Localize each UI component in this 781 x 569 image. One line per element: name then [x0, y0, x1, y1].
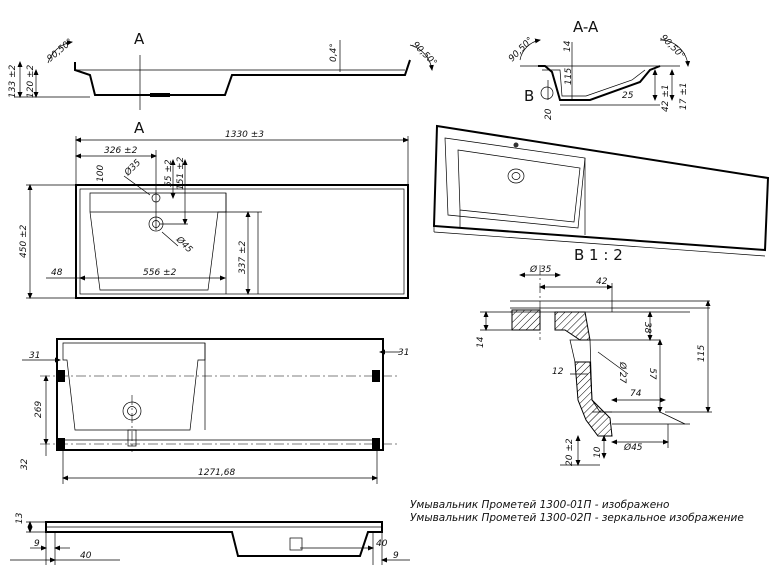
detail-d14: 14	[476, 336, 486, 348]
top-width: 450 ±2	[19, 224, 29, 258]
top-bowl-length: 556 ±2	[143, 268, 177, 278]
section-d25: 25	[622, 91, 634, 101]
detail-d35: Ø 35	[529, 264, 552, 275]
bottom-d31-right: 31	[398, 348, 409, 358]
top-d337: 337 ±2	[238, 240, 248, 274]
top-offset: 326 ±2	[104, 146, 138, 156]
section-d14: 14	[563, 40, 573, 52]
front-d9-right: 9	[393, 551, 399, 561]
view-b-scale: B 1 : 2	[574, 246, 623, 264]
perspective-outline	[432, 124, 770, 252]
detail-d42: 42	[596, 277, 608, 287]
section-d20: 20	[544, 108, 554, 120]
detail-d45: Ø45	[623, 442, 643, 453]
detail-d115: 115	[697, 345, 707, 362]
front-d9-left: 9	[34, 539, 40, 549]
bottom-d269: 269	[34, 401, 44, 418]
detail-d38: 38	[642, 322, 652, 334]
front-view-outline	[45, 521, 383, 557]
detail-d27: Ø 27	[617, 361, 628, 384]
side-height-bowl: 120 ±2	[26, 64, 36, 98]
section-angle-right: 90,50°	[658, 33, 686, 61]
bottom-d32: 32	[20, 458, 30, 470]
bottom-d31-left: 31	[29, 351, 40, 361]
view-b-label: B	[524, 87, 534, 105]
front-d40-right: 40	[376, 539, 388, 549]
side-view-drain	[150, 93, 170, 97]
front-drain	[289, 537, 303, 551]
bottom-view: 31 31 269 32 1271,68	[20, 338, 409, 484]
detail-d57: 57	[647, 368, 657, 380]
top-view-outline	[75, 184, 409, 299]
front-d13: 13	[15, 512, 25, 524]
front-view: 13 9 40 40 9	[10, 512, 410, 565]
section-d17: 17 ±1	[679, 82, 689, 110]
section-label: A-A	[573, 18, 599, 36]
detail-d74: 74	[630, 389, 642, 399]
side-height-total: 133 ±2	[8, 64, 18, 98]
caption-line-2: Умывальник Прометей 1300-02П - зеркально…	[410, 512, 744, 524]
caption-line-1: Умывальник Прометей 1300-01П - изображен…	[410, 499, 669, 511]
detail-b: Ø 35 42 14 38 12 Ø 27 57 74 115 20 ±2 10…	[476, 264, 712, 466]
side-view: 90,50° 90,50° 0,4° 133 ±2 120 ±2 A A	[8, 30, 438, 137]
section-d115: 115	[564, 68, 574, 85]
bottom-d1271: 1271,68	[198, 468, 235, 478]
detail-d10: 10	[593, 446, 603, 458]
top-d100: 100	[96, 165, 106, 182]
perspective-view	[432, 124, 770, 257]
detail-d12: 12	[552, 367, 564, 377]
top-length: 1330 ±3	[225, 130, 264, 140]
caption: Умывальник Прометей 1300-01П - изображен…	[410, 499, 744, 524]
side-angle-right: 90,50°	[410, 40, 438, 68]
section-angle-left: 90,50°	[507, 36, 535, 64]
front-d40-left: 40	[80, 551, 92, 561]
top-hole: Ø35	[122, 157, 144, 179]
bottom-view-outline	[56, 338, 384, 451]
cut-label-bottom: A	[134, 119, 145, 137]
top-d48: 48	[51, 268, 63, 278]
side-angle-left: 90,50°	[46, 37, 76, 64]
top-d151: 151 ±2	[176, 156, 186, 190]
cut-label-top: A	[134, 30, 145, 48]
perspective-drain	[507, 168, 525, 184]
section-view: A-A 90,50° 90,50° 14 115 20 25 42 ±1 17 …	[507, 18, 691, 120]
top-view: 1330 ±3 326 ±2 100 Ø35 55 ±2 151 ±2 450 …	[19, 130, 409, 299]
detail-d20: 20 ±2	[565, 438, 575, 466]
top-d55: 55 ±2	[164, 159, 174, 187]
section-outline	[538, 65, 661, 101]
side-slope: 0,4°	[329, 43, 339, 62]
section-d42: 42 ±1	[661, 84, 671, 112]
side-view-outline	[74, 59, 411, 96]
top-drain: Ø45	[173, 234, 195, 256]
